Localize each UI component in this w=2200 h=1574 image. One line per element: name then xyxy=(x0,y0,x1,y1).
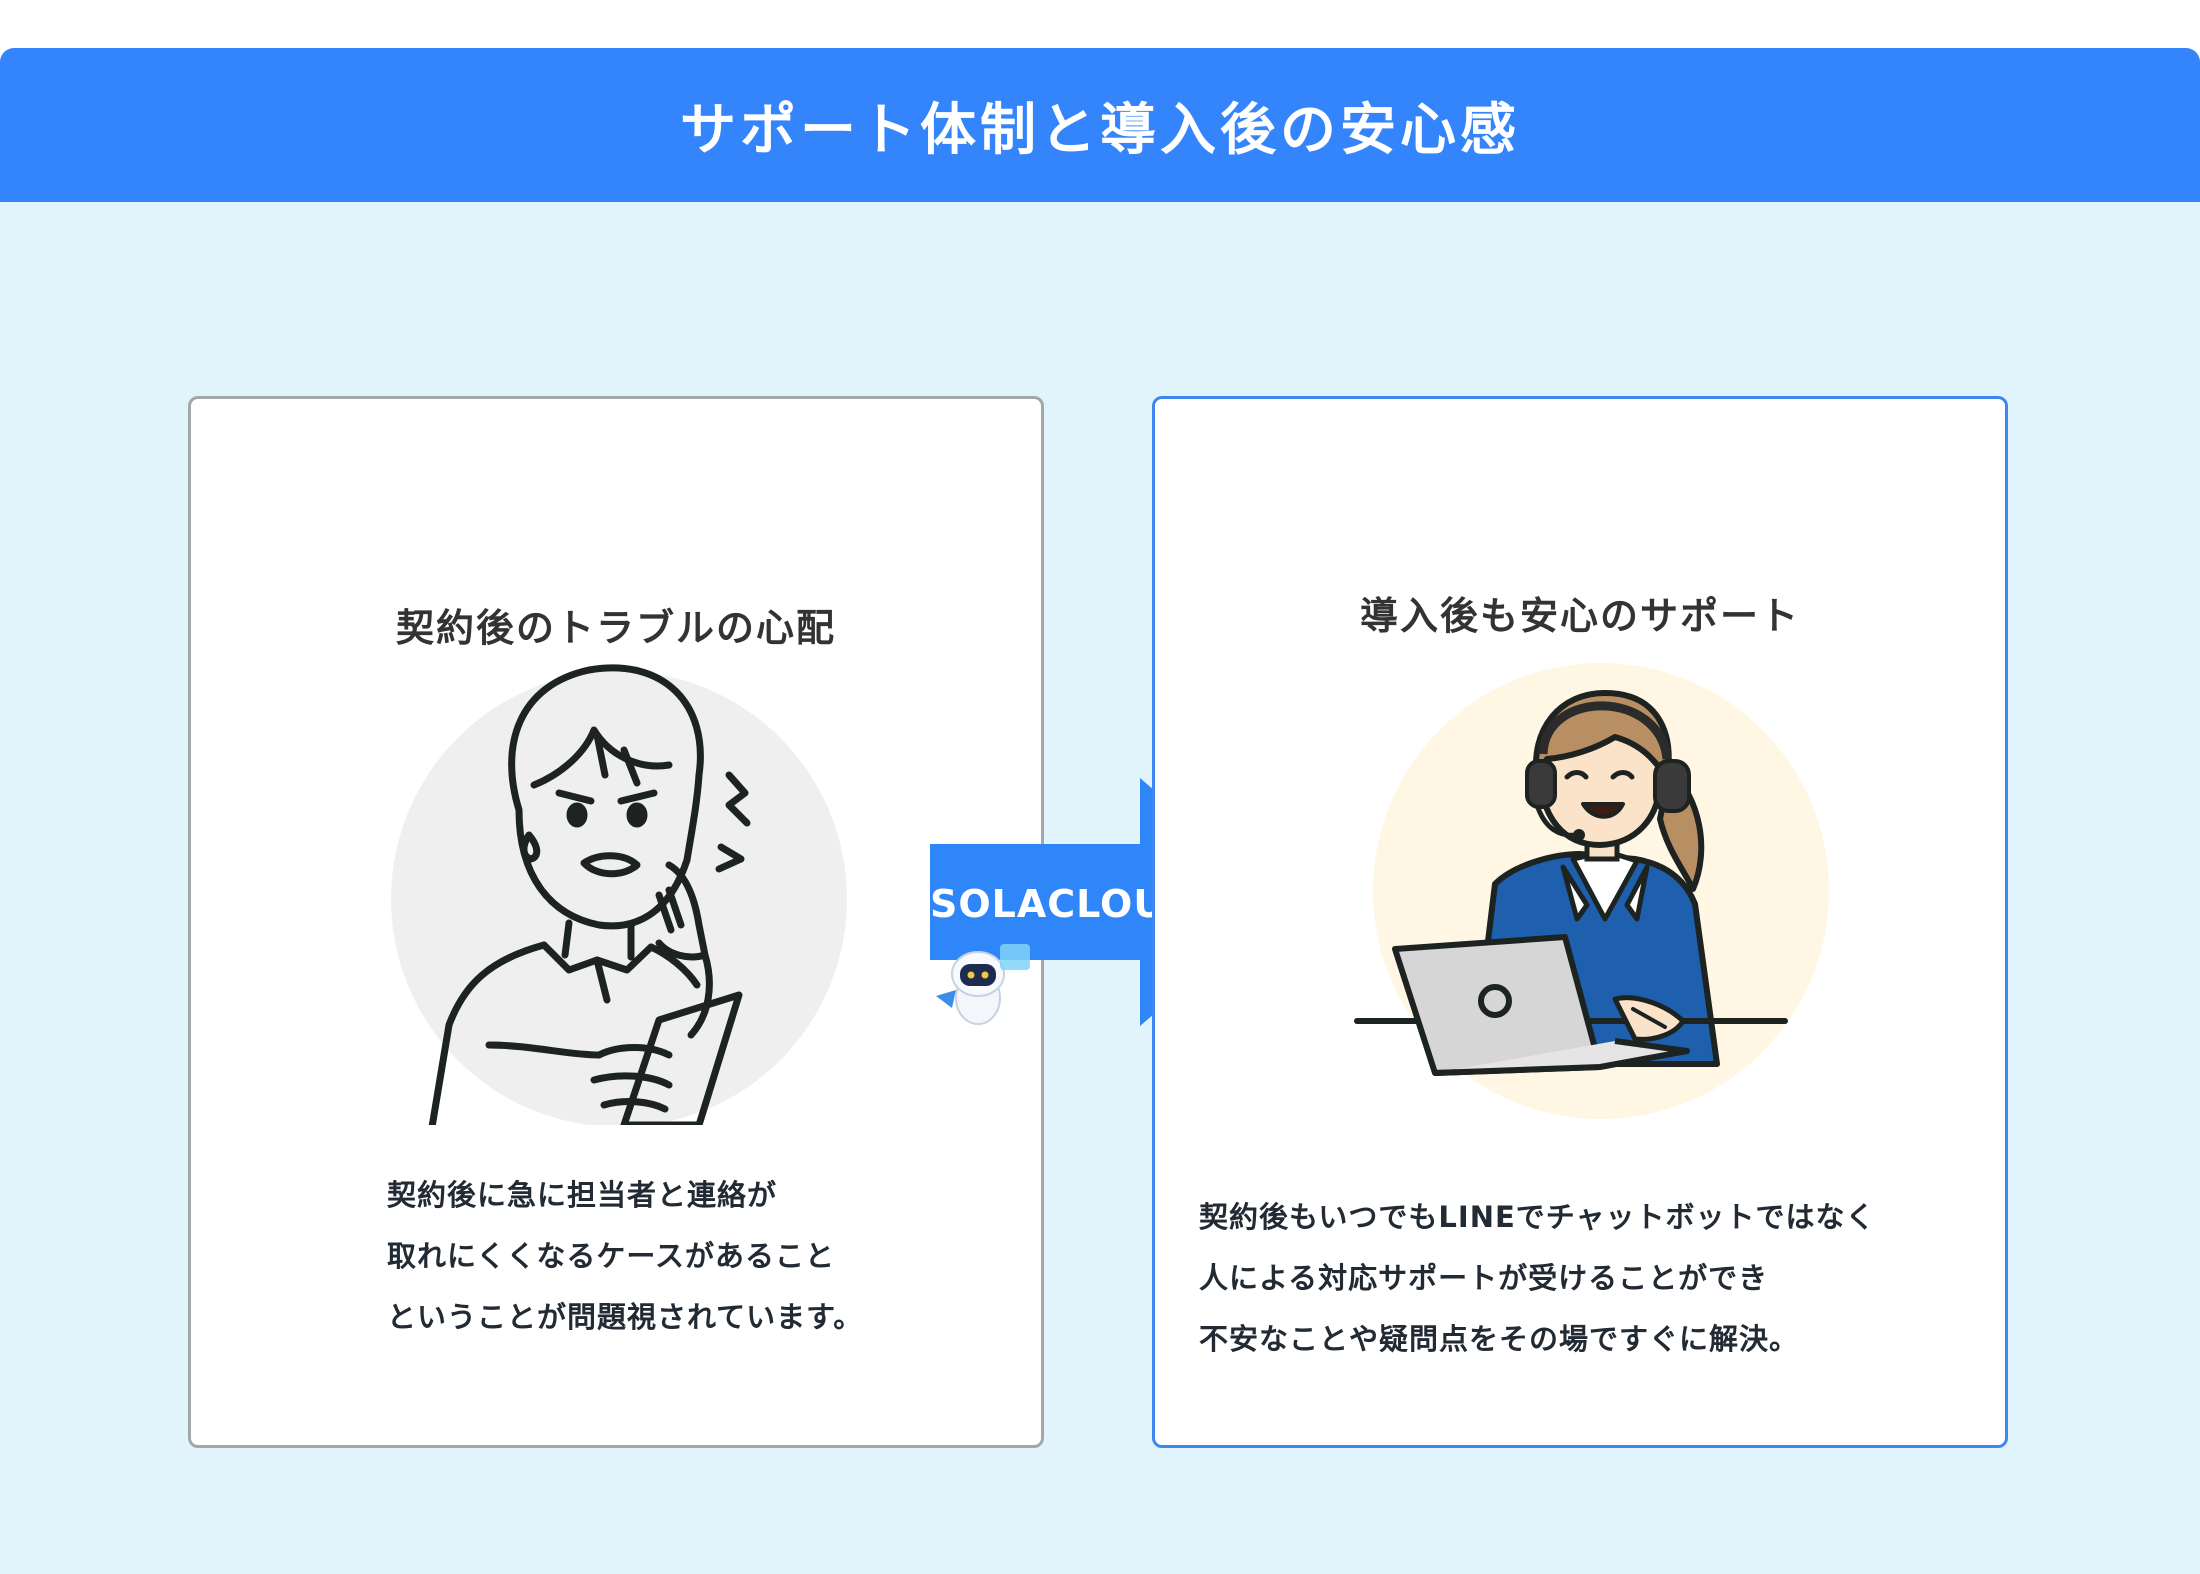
support-line: 人による対応サポートが受けることができ xyxy=(1199,1261,1769,1295)
support-card-title: 導入後も安心のサポート xyxy=(1359,594,1800,638)
support-line: 契約後もいつでもLINEでチャットボットではなく xyxy=(1199,1200,1876,1234)
support-description: 契約後もいつでもLINEでチャットボットではなく 人による対応サポートが受けるこ… xyxy=(1199,1187,1875,1370)
page-title: サポート体制と導入後の安心感 xyxy=(680,97,1520,163)
concern-card-title: 契約後のトラブルの心配 xyxy=(395,606,836,650)
concern-line: 契約後に急に担当者と連絡が xyxy=(387,1178,778,1212)
worried-person-illustration xyxy=(391,664,847,1125)
concern-line: ということが問題視されています。 xyxy=(387,1300,864,1334)
solacloud-label: SOLACLOUD xyxy=(930,882,1198,926)
support-card: 導入後も安心のサポート xyxy=(1152,396,2008,1448)
concern-description: 契約後に急に担当者と連絡が 取れにくくなるケースがあること ということが問題視さ… xyxy=(387,1165,863,1348)
support-operator-illustration xyxy=(1354,663,1829,1119)
concern-line: 取れにくくなるケースがあること xyxy=(387,1239,835,1273)
robot-mascot-icon xyxy=(936,944,1030,1025)
support-line: 不安なことや疑問点をその場ですぐに解決。 xyxy=(1199,1322,1800,1356)
header-bar: サポート体制と導入後の安心感 xyxy=(0,48,2200,202)
diagram-panel: サポート体制と導入後の安心感 契約後のトラブルの心配 xyxy=(0,48,2200,1574)
concern-card: 契約後のトラブルの心配 xyxy=(188,396,1044,1448)
